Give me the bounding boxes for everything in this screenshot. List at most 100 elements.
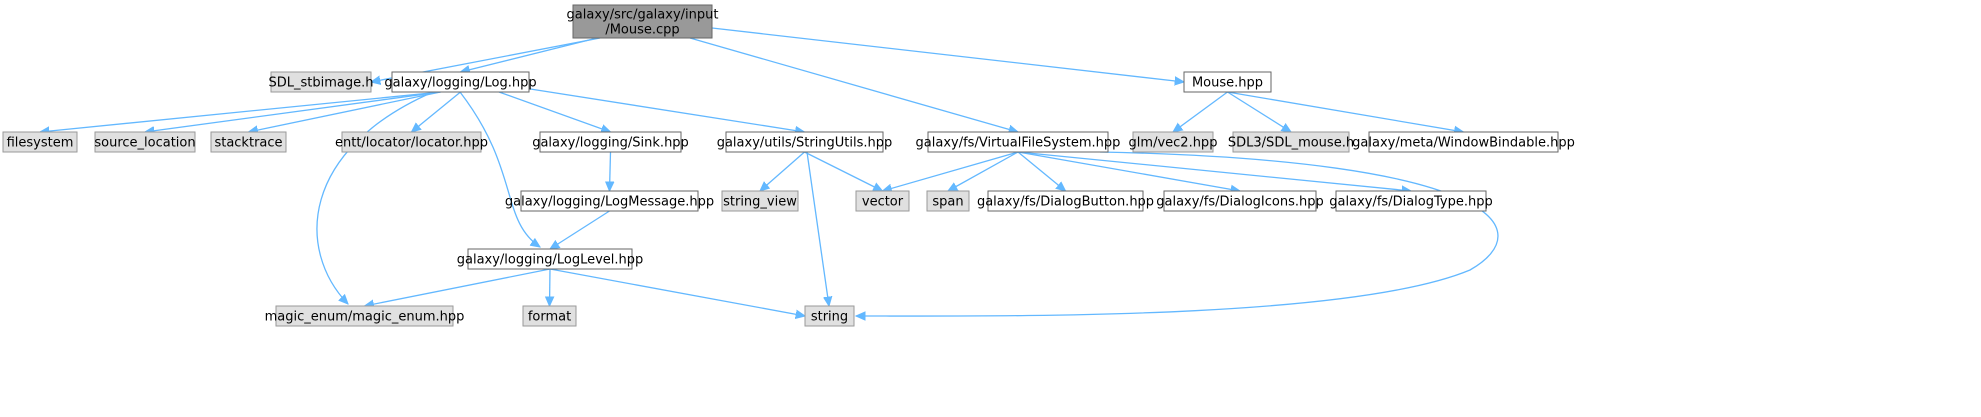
node-sdl_stbimage: SDL_stbimage.h <box>269 71 374 93</box>
node-box-stacktrace <box>210 131 287 153</box>
node-label-dialogicons: galaxy/fs/DialogIcons.hpp <box>1156 195 1324 210</box>
node-loglevel_hpp[interactable]: galaxy/logging/LogLevel.hpp <box>457 248 644 270</box>
node-log_hpp[interactable]: galaxy/logging/Log.hpp <box>384 71 537 93</box>
edge-log_hpp-to-magic_enum <box>316 91 434 304</box>
node-label-dialogtype: galaxy/fs/DialogType.hpp <box>1329 195 1492 210</box>
node-label-magic_enum: magic_enum/magic_enum.hpp <box>265 310 465 325</box>
node-label-dialogbutton: galaxy/fs/DialogButton.hpp <box>977 195 1154 210</box>
node-label-stacktrace: stacktrace <box>214 136 282 151</box>
edge-vfs_hpp-to-vector <box>883 151 1019 191</box>
node-box-dialogbutton <box>987 190 1144 212</box>
node-box-sdl_stbimage <box>270 71 372 93</box>
node-label-source_location: source_location <box>94 136 195 151</box>
edge-log_hpp-to-stacktrace <box>249 91 441 132</box>
node-label-span: span <box>932 195 963 210</box>
edge-log_hpp-to-entt_locator <box>412 91 461 132</box>
node-box-span <box>926 190 970 212</box>
node-box-windowbindable <box>1368 131 1559 153</box>
node-mouse_hpp[interactable]: Mouse.hpp <box>1183 71 1272 93</box>
node-label-logmessage_hpp: galaxy/logging/LogMessage.hpp <box>505 195 714 210</box>
node-box-magic_enum <box>275 305 454 327</box>
node-glm_vec2: glm/vec2.hpp <box>1129 131 1217 153</box>
node-stacktrace: stacktrace <box>210 131 287 153</box>
edge-loglevel_hpp-to-string <box>549 268 805 316</box>
node-dialogbutton[interactable]: galaxy/fs/DialogButton.hpp <box>977 190 1154 212</box>
node-box-log_hpp <box>391 71 530 93</box>
node-box-source_location <box>94 131 196 153</box>
node-label-string: string <box>811 310 848 325</box>
node-label-vector: vector <box>862 195 904 210</box>
edge-log_hpp-to-stringutils_hpp <box>523 87 805 132</box>
node-label-stringutils_hpp: galaxy/utils/StringUtils.hpp <box>717 136 893 151</box>
node-box-logmessage_hpp <box>520 190 699 212</box>
node-box-format <box>522 305 577 327</box>
node-label-format: format <box>528 310 571 325</box>
node-dialogtype[interactable]: galaxy/fs/DialogType.hpp <box>1329 190 1493 212</box>
edge-logmessage_hpp-to-loglevel_hpp <box>550 210 610 249</box>
edge-stringutils_hpp-to-vector <box>804 151 883 192</box>
node-box-vfs_hpp <box>927 131 1109 153</box>
node-box-stringutils_hpp <box>725 131 884 153</box>
node-box-glm_vec2 <box>1132 131 1214 153</box>
edge-root-to-mouse_hpp <box>711 27 1184 82</box>
node-label-windowbindable: galaxy/meta/WindowBindable.hpp <box>1352 136 1575 151</box>
node-label-root-2: /Mouse.cpp <box>605 23 679 38</box>
node-logmessage_hpp[interactable]: galaxy/logging/LogMessage.hpp <box>505 190 714 212</box>
edge-vfs_hpp-to-string <box>856 151 1499 316</box>
node-vector: vector <box>855 190 910 212</box>
node-windowbindable[interactable]: galaxy/meta/WindowBindable.hpp <box>1352 131 1575 153</box>
node-stringutils_hpp[interactable]: galaxy/utils/StringUtils.hpp <box>717 131 893 153</box>
edge-mouse_hpp-to-windowbindable <box>1227 91 1464 132</box>
node-string: string <box>804 305 855 327</box>
node-label-log_hpp: galaxy/logging/Log.hpp <box>384 76 536 91</box>
edge-log_hpp-to-source_location <box>145 91 441 132</box>
node-label-vfs_hpp: galaxy/fs/VirtualFileSystem.hpp <box>916 136 1121 151</box>
node-box-sdl3_mouse <box>1232 131 1350 153</box>
node-box-root <box>572 4 713 39</box>
node-box-vector <box>855 190 910 212</box>
node-label-sink_hpp: galaxy/logging/Sink.hpp <box>532 136 689 151</box>
node-box-mouse_hpp <box>1183 71 1272 93</box>
node-label-root-1: galaxy/src/galaxy/input <box>567 8 719 23</box>
node-label-sdl3_mouse: SDL3/SDL_mouse.h <box>1228 136 1354 151</box>
edge-log_hpp-to-sink_hpp <box>498 91 611 132</box>
node-label-string_view: string_view <box>723 195 797 210</box>
node-box-filesystem <box>2 131 78 153</box>
edge-mouse_hpp-to-glm_vec2 <box>1173 91 1228 132</box>
node-label-sdl_stbimage: SDL_stbimage.h <box>269 76 374 91</box>
edge-log_hpp-to-filesystem <box>40 91 441 132</box>
edge-loglevel_hpp-to-format <box>550 268 551 306</box>
edges-layer <box>40 27 1499 316</box>
node-box-entt_locator <box>341 131 482 153</box>
node-root[interactable]: galaxy/src/galaxy/input/Mouse.cpp <box>567 4 719 39</box>
node-string_view: string_view <box>721 190 799 212</box>
edge-sink_hpp-to-logmessage_hpp <box>610 151 611 191</box>
edge-stringutils_hpp-to-string <box>806 151 829 306</box>
node-box-dialogicons <box>1163 190 1317 212</box>
node-source_location: source_location <box>94 131 196 153</box>
node-span: span <box>926 190 970 212</box>
node-box-dialogtype <box>1335 190 1487 212</box>
node-label-loglevel_hpp: galaxy/logging/LogLevel.hpp <box>457 253 644 268</box>
node-label-mouse_hpp: Mouse.hpp <box>1192 76 1263 91</box>
edge-loglevel_hpp-to-magic_enum <box>365 268 551 306</box>
edge-vfs_hpp-to-span <box>948 151 1019 191</box>
node-label-entt_locator: entt/locator/locator.hpp <box>335 136 488 151</box>
node-sink_hpp[interactable]: galaxy/logging/Sink.hpp <box>532 131 689 153</box>
edge-root-to-log_hpp <box>461 37 598 72</box>
node-sdl3_mouse: SDL3/SDL_mouse.h <box>1228 131 1354 153</box>
node-box-loglevel_hpp <box>467 248 633 270</box>
edge-root-to-vfs_hpp <box>689 37 1018 132</box>
edge-stringutils_hpp-to-string_view <box>760 151 805 191</box>
node-dialogicons[interactable]: galaxy/fs/DialogIcons.hpp <box>1156 190 1324 212</box>
node-vfs_hpp[interactable]: galaxy/fs/VirtualFileSystem.hpp <box>916 131 1121 153</box>
edge-vfs_hpp-to-dialogtype <box>1017 151 1411 191</box>
node-format: format <box>522 305 577 327</box>
node-filesystem: filesystem <box>2 131 78 153</box>
edge-mouse_hpp-to-sdl3_mouse <box>1227 91 1292 132</box>
node-box-string_view <box>721 190 799 212</box>
node-magic_enum: magic_enum/magic_enum.hpp <box>265 305 465 327</box>
node-entt_locator: entt/locator/locator.hpp <box>335 131 488 153</box>
node-label-filesystem: filesystem <box>7 136 74 151</box>
